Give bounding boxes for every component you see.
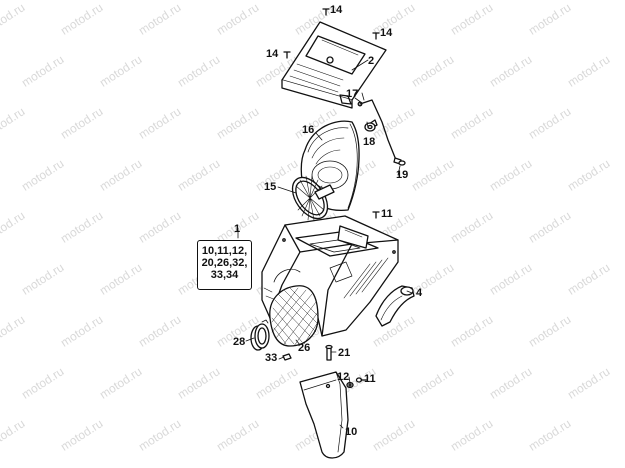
callout-10: 10 xyxy=(345,426,358,438)
part-4-duct xyxy=(375,285,415,327)
callout-14-left: 14 xyxy=(266,48,279,60)
kit-line-1: 10,11,12, xyxy=(201,245,248,257)
part-15-cage xyxy=(291,175,335,221)
callout-28: 28 xyxy=(233,336,246,348)
kit-line-3: 33,34 xyxy=(210,269,239,281)
callout-14-top: 14 xyxy=(330,4,343,16)
callout-1: 1 xyxy=(234,223,241,235)
callout-12: 12 xyxy=(337,371,350,383)
part-11-screw-lower xyxy=(355,377,367,383)
part-10-mudflap xyxy=(299,371,349,459)
callout-11-upper: 11 xyxy=(381,208,393,220)
kit-line-2: 20,26,32, xyxy=(201,257,248,269)
callout-17: 17 xyxy=(346,88,359,100)
part-18-grommet xyxy=(364,122,376,132)
leader-lines xyxy=(237,59,413,429)
callout-2: 2 xyxy=(368,55,375,67)
part-11-screw-upper xyxy=(372,211,380,219)
part-2-lid xyxy=(281,21,387,109)
callout-33: 33 xyxy=(265,352,278,364)
callout-26: 26 xyxy=(298,342,311,354)
callout-18: 18 xyxy=(363,136,376,148)
callout-15: 15 xyxy=(264,181,277,193)
callout-14-right: 14 xyxy=(380,27,393,39)
part-14-screws xyxy=(283,8,380,59)
part-21-fitting xyxy=(325,344,333,361)
callout-21: 21 xyxy=(338,347,351,359)
part-26-intake-boot xyxy=(269,285,319,347)
kit-contents-box: 10,11,12, 20,26,32, 33,34 xyxy=(197,240,252,290)
part-17-cable xyxy=(357,99,402,165)
part-28-clamp xyxy=(250,319,270,351)
part-33-clip xyxy=(282,353,292,361)
callout-19: 19 xyxy=(396,169,409,181)
part-19-clip xyxy=(398,160,406,166)
callout-4: 4 xyxy=(416,287,423,299)
callout-11-lower: 11 xyxy=(364,373,376,385)
callout-16: 16 xyxy=(302,124,315,136)
